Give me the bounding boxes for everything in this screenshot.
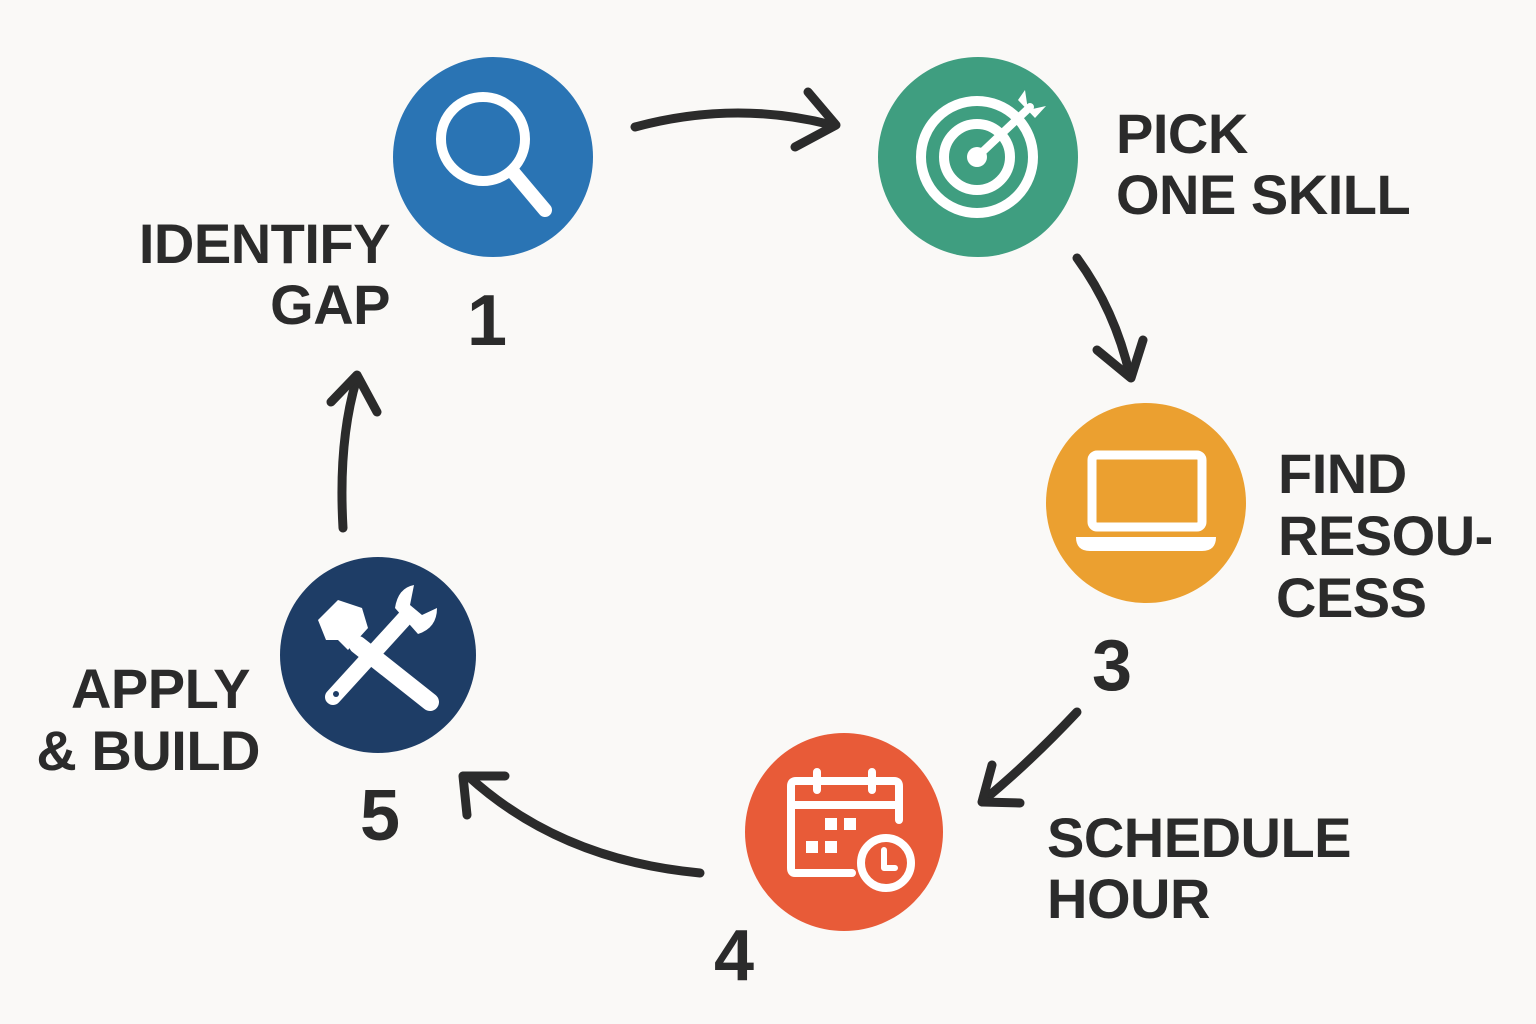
laptop-icon xyxy=(1076,450,1216,551)
step-3-number: 3 xyxy=(1092,626,1132,706)
step-3-circle xyxy=(1046,403,1246,603)
target-icon xyxy=(916,90,1046,218)
step-4-number: 4 xyxy=(714,916,754,996)
step-4: SCHEDULE HOUR 4 xyxy=(714,733,1352,996)
arrow-5-to-1 xyxy=(326,370,382,533)
step-3-label-line-3: CESS xyxy=(1276,566,1427,629)
step-1: IDENTIFY GAP 1 xyxy=(139,57,593,361)
step-4-circle xyxy=(745,733,943,931)
step-5-label-line-1: APPLY xyxy=(71,657,250,720)
step-2-label-line-2: ONE SKILL xyxy=(1116,163,1410,226)
step-1-circle xyxy=(393,57,593,257)
step-3-label-line-2: RESOU- xyxy=(1278,504,1493,567)
tools-icon xyxy=(318,585,439,711)
step-4-label-line-2: HOUR xyxy=(1047,867,1210,930)
arrow-4-to-5 xyxy=(458,771,705,878)
step-3-label-line-1: FIND xyxy=(1278,442,1407,505)
step-4-label-line-1: SCHEDULE xyxy=(1047,806,1351,869)
step-5: APPLY & BUILD 5 xyxy=(36,557,476,856)
calendar-clock-icon xyxy=(787,768,916,893)
step-2-label-line-1: PICK xyxy=(1116,102,1248,165)
step-5-label-line-2: & BUILD xyxy=(36,719,260,782)
step-5-number: 5 xyxy=(360,776,400,856)
magnifier-icon xyxy=(436,92,552,217)
step-1-label-line-2: GAP xyxy=(270,273,390,336)
arrow-1-to-2 xyxy=(630,87,841,152)
step-3: FIND RESOU- CESS 3 xyxy=(1046,403,1493,706)
arrow-3-to-4 xyxy=(977,707,1082,808)
step-1-label-line-1: IDENTIFY xyxy=(139,212,390,275)
step-1-number: 1 xyxy=(467,281,507,361)
arrow-2-to-3 xyxy=(1072,253,1148,383)
step-2: PICK ONE SKILL xyxy=(878,57,1411,257)
